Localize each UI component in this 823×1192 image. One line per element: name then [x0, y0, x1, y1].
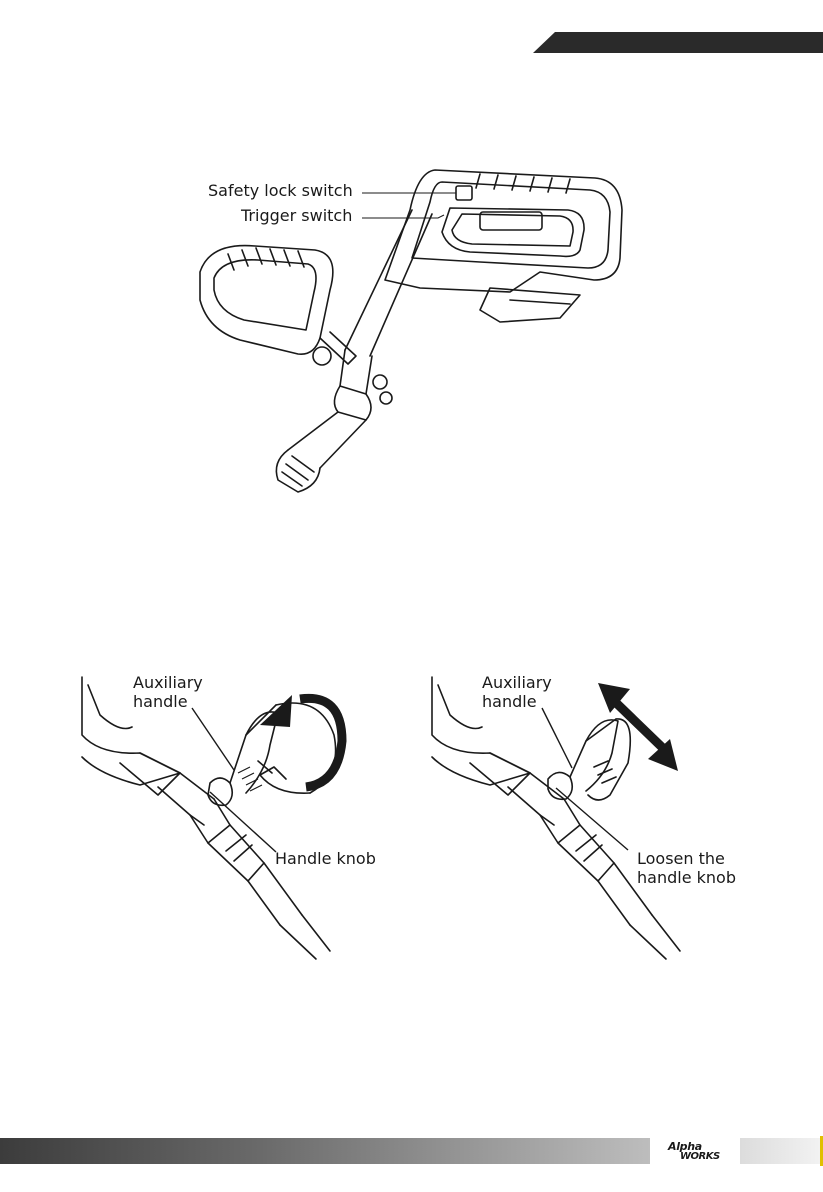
logo-line-2: WORKS: [680, 1151, 720, 1162]
trigger-switch-label: Trigger switch: [241, 206, 352, 225]
safety-lock-switch-label: Safety lock switch: [208, 181, 353, 200]
figure1-leader-lines: [360, 185, 460, 225]
loosen-handle-knob-label: Loosen the handle knob: [637, 849, 736, 887]
auxiliary-handle-label-left: Auxiliary handle: [133, 673, 203, 711]
alpha-works-logo: Alpha WORKS: [658, 1140, 736, 1164]
footer-bar: [0, 1138, 650, 1164]
figure2-left-leader-lines: [180, 700, 300, 860]
figure2-right-leader-lines: [530, 700, 650, 860]
footer-bar-end: [740, 1138, 820, 1164]
auxiliary-handle-label-right: Auxiliary handle: [482, 673, 552, 711]
handle-knob-label: Handle knob: [275, 849, 376, 868]
header-band: [533, 32, 823, 53]
